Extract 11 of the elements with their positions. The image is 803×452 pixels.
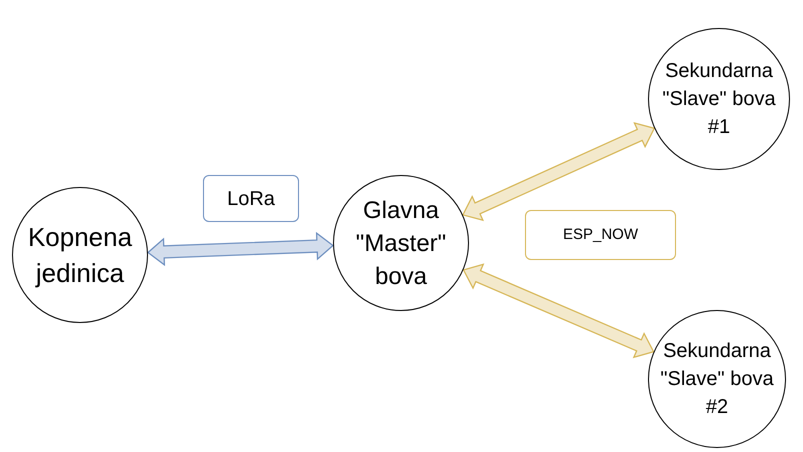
node-label: ESP_NOW — [562, 224, 639, 245]
node-label: Kopnena jedinica — [26, 221, 134, 290]
node-label: Glavna "Master" bova — [354, 196, 448, 292]
node-label: Sekundarna "Slave" bova #1 — [661, 59, 777, 140]
node-label: LoRa — [226, 186, 276, 212]
double-arrow — [462, 122, 656, 222]
double-arrow — [147, 232, 334, 266]
protocol-box — [203, 175, 299, 222]
node-label: Sekundarna "Slave" bova #2 — [659, 339, 775, 420]
protocol-box — [525, 210, 676, 260]
double-arrow — [462, 263, 654, 358]
